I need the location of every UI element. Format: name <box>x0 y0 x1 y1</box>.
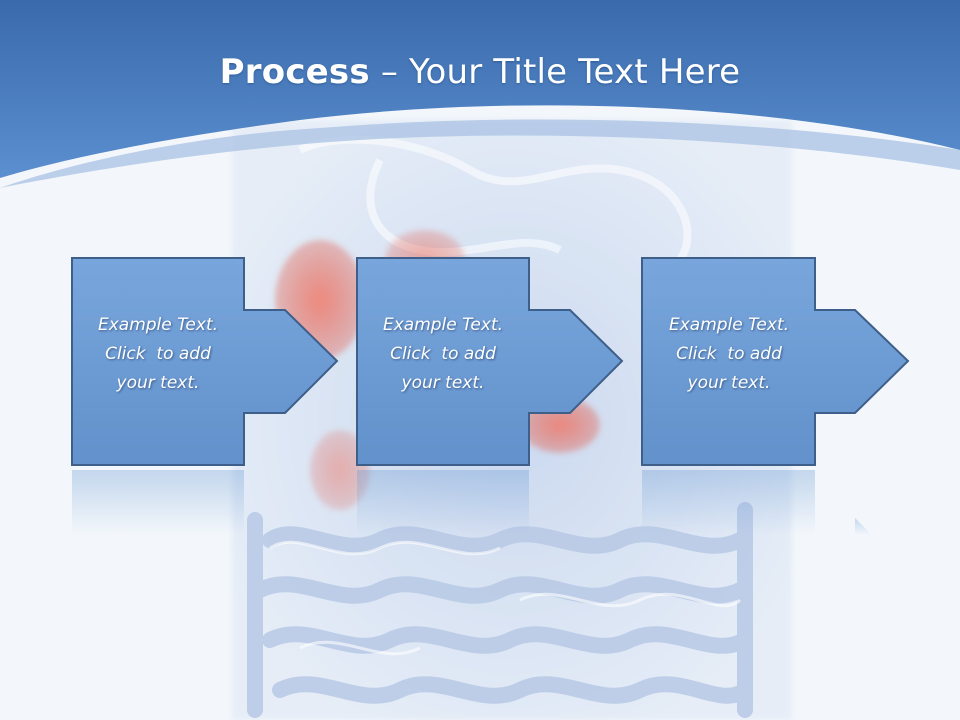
process-step-3[interactable] <box>641 257 910 535</box>
reflection <box>72 470 244 535</box>
step-text-line: Click to add <box>105 344 211 364</box>
reflection <box>855 518 872 535</box>
title-bold: Process <box>219 52 370 92</box>
step-text-line: Click to add <box>390 344 496 364</box>
slide-title[interactable]: Process – Your Title Text Here <box>0 52 960 92</box>
process-step-1[interactable] <box>71 257 339 535</box>
arrow-box-shape <box>71 257 339 466</box>
header-band <box>0 0 960 188</box>
step-text-line: your text. <box>687 373 771 393</box>
step-3-text[interactable]: Example Text. Click to add your text. <box>643 311 815 398</box>
step-1-text[interactable]: Example Text. Click to add your text. <box>72 311 244 398</box>
step-text-line: Example Text. <box>668 315 790 335</box>
reflection <box>357 470 529 535</box>
process-step-2[interactable] <box>356 257 624 535</box>
arrow-box-shape <box>356 257 624 466</box>
step-text-line: Click to add <box>676 344 782 364</box>
title-dash: – <box>369 52 410 92</box>
step-text-line: your text. <box>116 373 200 393</box>
arrow-box-shape <box>641 257 910 466</box>
title-rest: Your Title Text Here <box>409 52 741 92</box>
step-text-line: your text. <box>401 373 485 393</box>
step-text-line: Example Text. <box>382 315 504 335</box>
step-2-text[interactable]: Example Text. Click to add your text. <box>357 311 529 398</box>
reflection <box>642 470 815 535</box>
step-text-line: Example Text. <box>97 315 219 335</box>
